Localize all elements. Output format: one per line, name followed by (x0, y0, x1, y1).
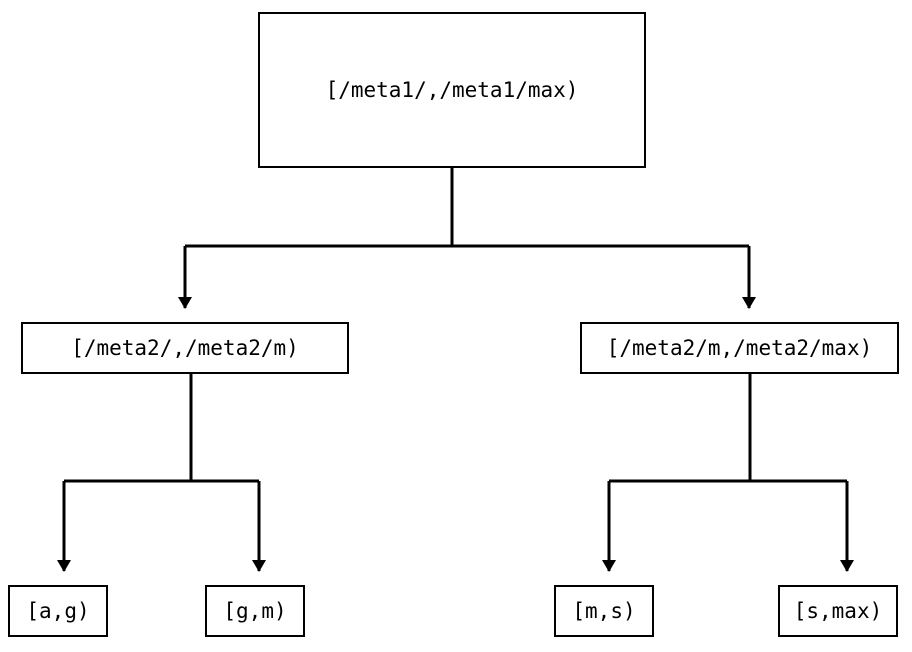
tree-node-leaf-smax[interactable]: [s,max) (778, 585, 898, 637)
edge-root-to-mid-left (178, 168, 454, 309)
edge-mid-right-to-leaf-smax (750, 479, 854, 572)
edge-mid-right-to-leaf-ms (602, 374, 752, 572)
edge-mid-left-to-leaf-ag (57, 374, 193, 572)
tree-node-leaf-ag-label: [a,g) (26, 598, 90, 623)
tree-node-leaf-ms-label: [m,s) (572, 598, 636, 623)
tree-node-leaf-gm-label: [g,m) (223, 598, 287, 623)
tree-node-mid-right-label: [/meta2/m,/meta2/max) (606, 335, 873, 360)
edge-mid-left-to-leaf-gm (191, 479, 266, 572)
tree-node-mid-left-label: [/meta2/,/meta2/m) (71, 335, 299, 360)
tree-node-mid-left[interactable]: [/meta2/,/meta2/m) (21, 322, 349, 374)
tree-node-leaf-ms[interactable]: [m,s) (554, 585, 654, 637)
edge-root-to-mid-right (452, 244, 756, 309)
tree-node-leaf-gm[interactable]: [g,m) (205, 585, 305, 637)
tree-node-root-label: [/meta1/,/meta1/max) (325, 77, 579, 102)
tree-node-mid-right[interactable]: [/meta2/m,/meta2/max) (580, 322, 899, 374)
tree-node-leaf-smax-label: [s,max) (793, 598, 883, 623)
tree-node-root[interactable]: [/meta1/,/meta1/max) (258, 12, 646, 168)
tree-node-leaf-ag[interactable]: [a,g) (8, 585, 108, 637)
